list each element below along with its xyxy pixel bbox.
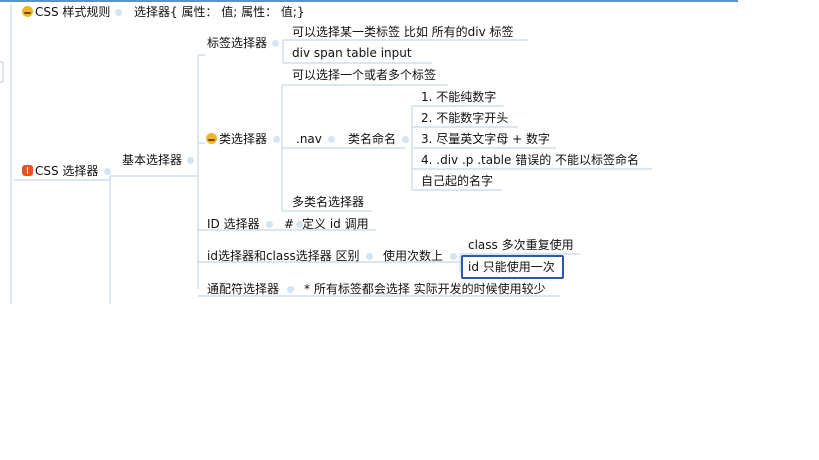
- nav-node[interactable]: .nav: [296, 132, 322, 146]
- connector-dot: [115, 9, 122, 16]
- id-usage-node[interactable]: id 只能使用一次: [468, 260, 555, 274]
- selected-node-frame[interactable]: [461, 255, 564, 279]
- css-selector-node[interactable]: CSS 选择器: [35, 164, 99, 178]
- style-rule-syntax-node[interactable]: 选择器{ 属性： 值; 属性： 值;}: [134, 5, 305, 19]
- connector-dot: [266, 221, 273, 228]
- connector-lines: [0, 4, 652, 304]
- connector-dot: [402, 136, 409, 143]
- connector-dot: [450, 253, 457, 260]
- usage-count-node[interactable]: 使用次数上: [383, 249, 444, 263]
- connector-dot: [287, 286, 294, 293]
- connector-dot: [296, 221, 303, 228]
- multi-class-node[interactable]: 多类名选择器: [292, 195, 365, 209]
- basic-selector-node[interactable]: 基本选择器: [122, 153, 183, 167]
- style-rule-node[interactable]: CSS 样式规则: [35, 5, 111, 19]
- connector-dot: [273, 136, 280, 143]
- smiley-icon: [206, 133, 217, 144]
- connector-dot: [187, 157, 194, 164]
- class-description-node[interactable]: 可以选择一个或者多个标签: [292, 68, 437, 82]
- id-selector-node[interactable]: ID 选择器: [207, 217, 260, 231]
- naming-rule-2[interactable]: 2. 不能数字开头: [421, 111, 509, 125]
- connector-dot: [104, 168, 111, 175]
- tag-description-node[interactable]: 可以选择某一类标签 比如 所有的div 标签: [292, 25, 514, 39]
- flag-icon: [22, 165, 33, 176]
- connector-dot: [328, 136, 335, 143]
- naming-rule-5[interactable]: 自己起的名字: [421, 174, 494, 188]
- id-description-node[interactable]: 定义 id 调用: [302, 217, 369, 231]
- id-vs-class-node[interactable]: id选择器和class选择器 区别: [207, 249, 360, 263]
- class-usage-node[interactable]: class 多次重复使用: [468, 238, 574, 252]
- tag-examples-node[interactable]: div span table input: [292, 46, 412, 60]
- smiley-icon: [22, 6, 33, 17]
- id-hash-node[interactable]: #: [284, 217, 295, 231]
- class-naming-node[interactable]: 类名命名: [348, 132, 397, 146]
- class-selector-node[interactable]: 类选择器: [219, 132, 268, 146]
- naming-rule-4[interactable]: 4. .div .p .table 错误的 不能以标签命名: [421, 153, 640, 167]
- connector-dot: [366, 253, 373, 260]
- connector-dot: [272, 40, 279, 47]
- naming-rule-3[interactable]: 3. 尽量英文字母 + 数字: [421, 132, 550, 146]
- wildcard-selector-node[interactable]: 通配符选择器: [207, 282, 280, 296]
- tag-selector-node[interactable]: 标签选择器: [207, 36, 268, 50]
- naming-rule-1[interactable]: 1. 不能纯数字: [421, 90, 497, 104]
- wildcard-description-node[interactable]: * 所有标签都会选择 实际开发的时候使用较少: [304, 282, 546, 296]
- canvas-top-border: [0, 0, 738, 2]
- mindmap-canvas: CSS 样式规则 选择器{ 属性： 值; 属性： 值;} CSS 选择器 基本选…: [0, 0, 738, 304]
